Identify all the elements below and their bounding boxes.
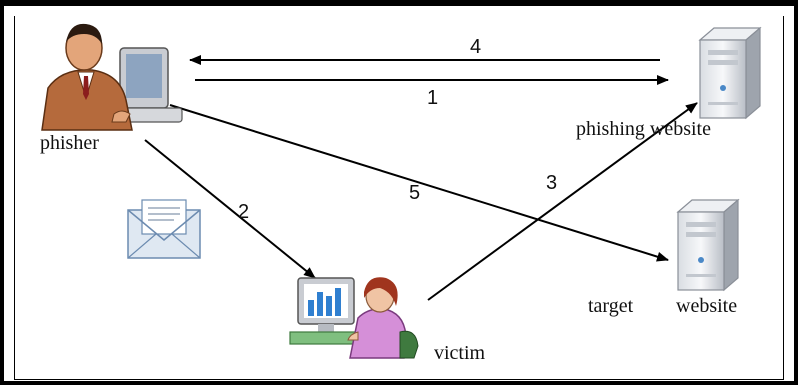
target-label: target	[588, 295, 634, 317]
woman-at-computer-icon	[289, 277, 419, 359]
step-1-label: 1	[427, 87, 439, 109]
arrow-5-phisher-to-target	[169, 104, 669, 262]
phishing-website-label: phishing website	[576, 118, 711, 140]
server-tower-icon	[676, 198, 740, 292]
step-4-label: 4	[470, 36, 482, 58]
envelope-letter-icon	[127, 199, 201, 259]
inner-border	[14, 16, 784, 380]
website-label: website	[676, 295, 738, 317]
step-5-label: 5	[409, 182, 421, 204]
step-2-label: 2	[238, 201, 250, 223]
arrow-2-phisher-to-victim	[144, 139, 316, 279]
arrow-3-victim-to-site	[427, 102, 698, 301]
phisher-label: phisher	[40, 132, 99, 154]
server-tower-icon	[698, 26, 762, 120]
victim-label: victim	[434, 342, 486, 364]
man-at-computer-icon	[41, 23, 183, 131]
step-3-label: 3	[546, 172, 558, 194]
